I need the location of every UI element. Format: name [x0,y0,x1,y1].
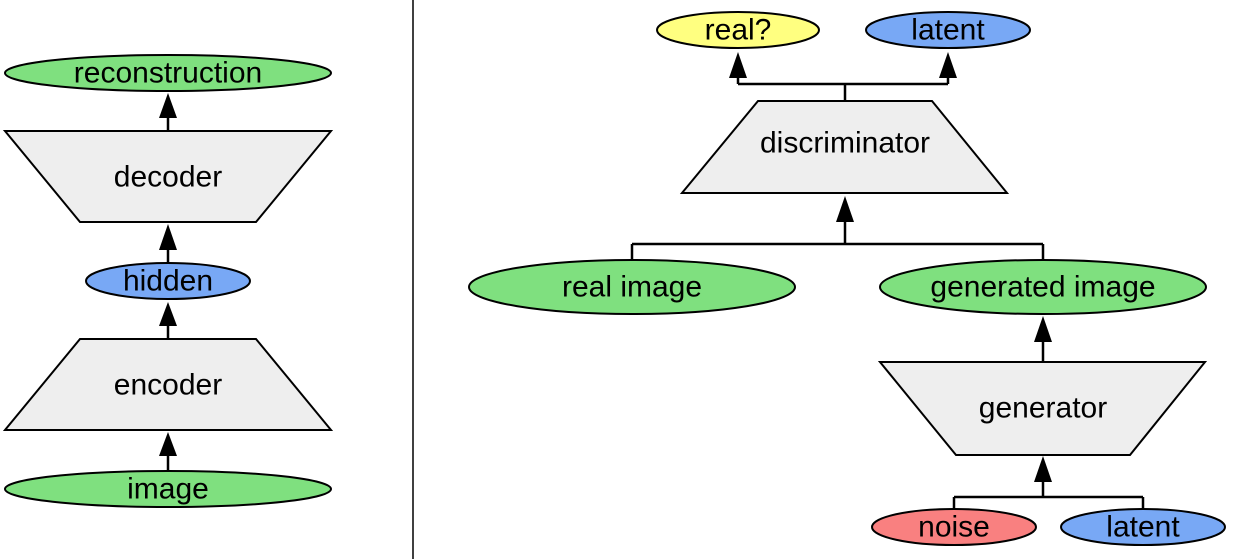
latent-input-ellipse [1060,508,1226,546]
autoencoder-diagram: reconstruction decoder hidden encoder im… [2,54,334,508]
hidden-node: hidden [85,262,251,300]
edge-images-to-discriminator [630,196,1045,262]
real-output-ellipse [656,11,820,49]
noise-ellipse [871,508,1037,546]
real-output-node: real? [656,11,820,49]
generated-image-ellipse [879,259,1207,315]
generator-trapezoid [877,361,1208,456]
discriminator-node: discriminator [679,100,1010,194]
generator-node: generator [877,361,1208,456]
edge-encoder-to-hidden [159,302,177,338]
image-ellipse [4,470,332,508]
real-image-ellipse [468,259,796,315]
edge-inputs-to-generator [952,456,1145,510]
generated-image-label: generated image [930,271,1155,304]
encoder-node: encoder [2,338,334,431]
latent-input-label: latent [1106,511,1180,544]
discriminator-trapezoid [679,100,1010,194]
latent-input-node: latent [1060,508,1226,546]
latent-output-ellipse [865,11,1031,49]
noise-label: noise [918,511,990,544]
encoder-trapezoid [2,338,334,431]
real-image-node: real image [468,259,796,315]
edge-image-to-encoder [159,432,177,471]
noise-node: noise [871,508,1037,546]
edge-decoder-to-reconstruction [159,93,177,131]
hidden-ellipse [85,262,251,300]
real-image-label: real image [562,271,702,304]
encoder-label: encoder [114,369,222,402]
reconstruction-node: reconstruction [4,54,332,92]
reconstruction-label: reconstruction [74,57,262,90]
edge-discriminator-to-outputs [729,52,957,100]
discriminator-label: discriminator [760,127,930,160]
image-label: image [127,473,209,506]
real-output-label: real? [705,14,772,47]
generator-label: generator [979,392,1107,425]
edge-hidden-to-decoder [159,224,177,264]
latent-output-node: latent [865,11,1031,49]
decoder-label: decoder [114,161,222,194]
latent-output-label: latent [911,14,985,47]
decoder-trapezoid [2,130,334,223]
hidden-label: hidden [123,265,213,298]
image-node: image [4,470,332,508]
gan-diagram: real? latent discriminator real image ge… [468,11,1226,546]
edge-generator-to-generated-image [1034,316,1052,362]
generated-image-node: generated image [879,259,1207,315]
reconstruction-ellipse [4,54,332,92]
decoder-node: decoder [2,130,334,223]
